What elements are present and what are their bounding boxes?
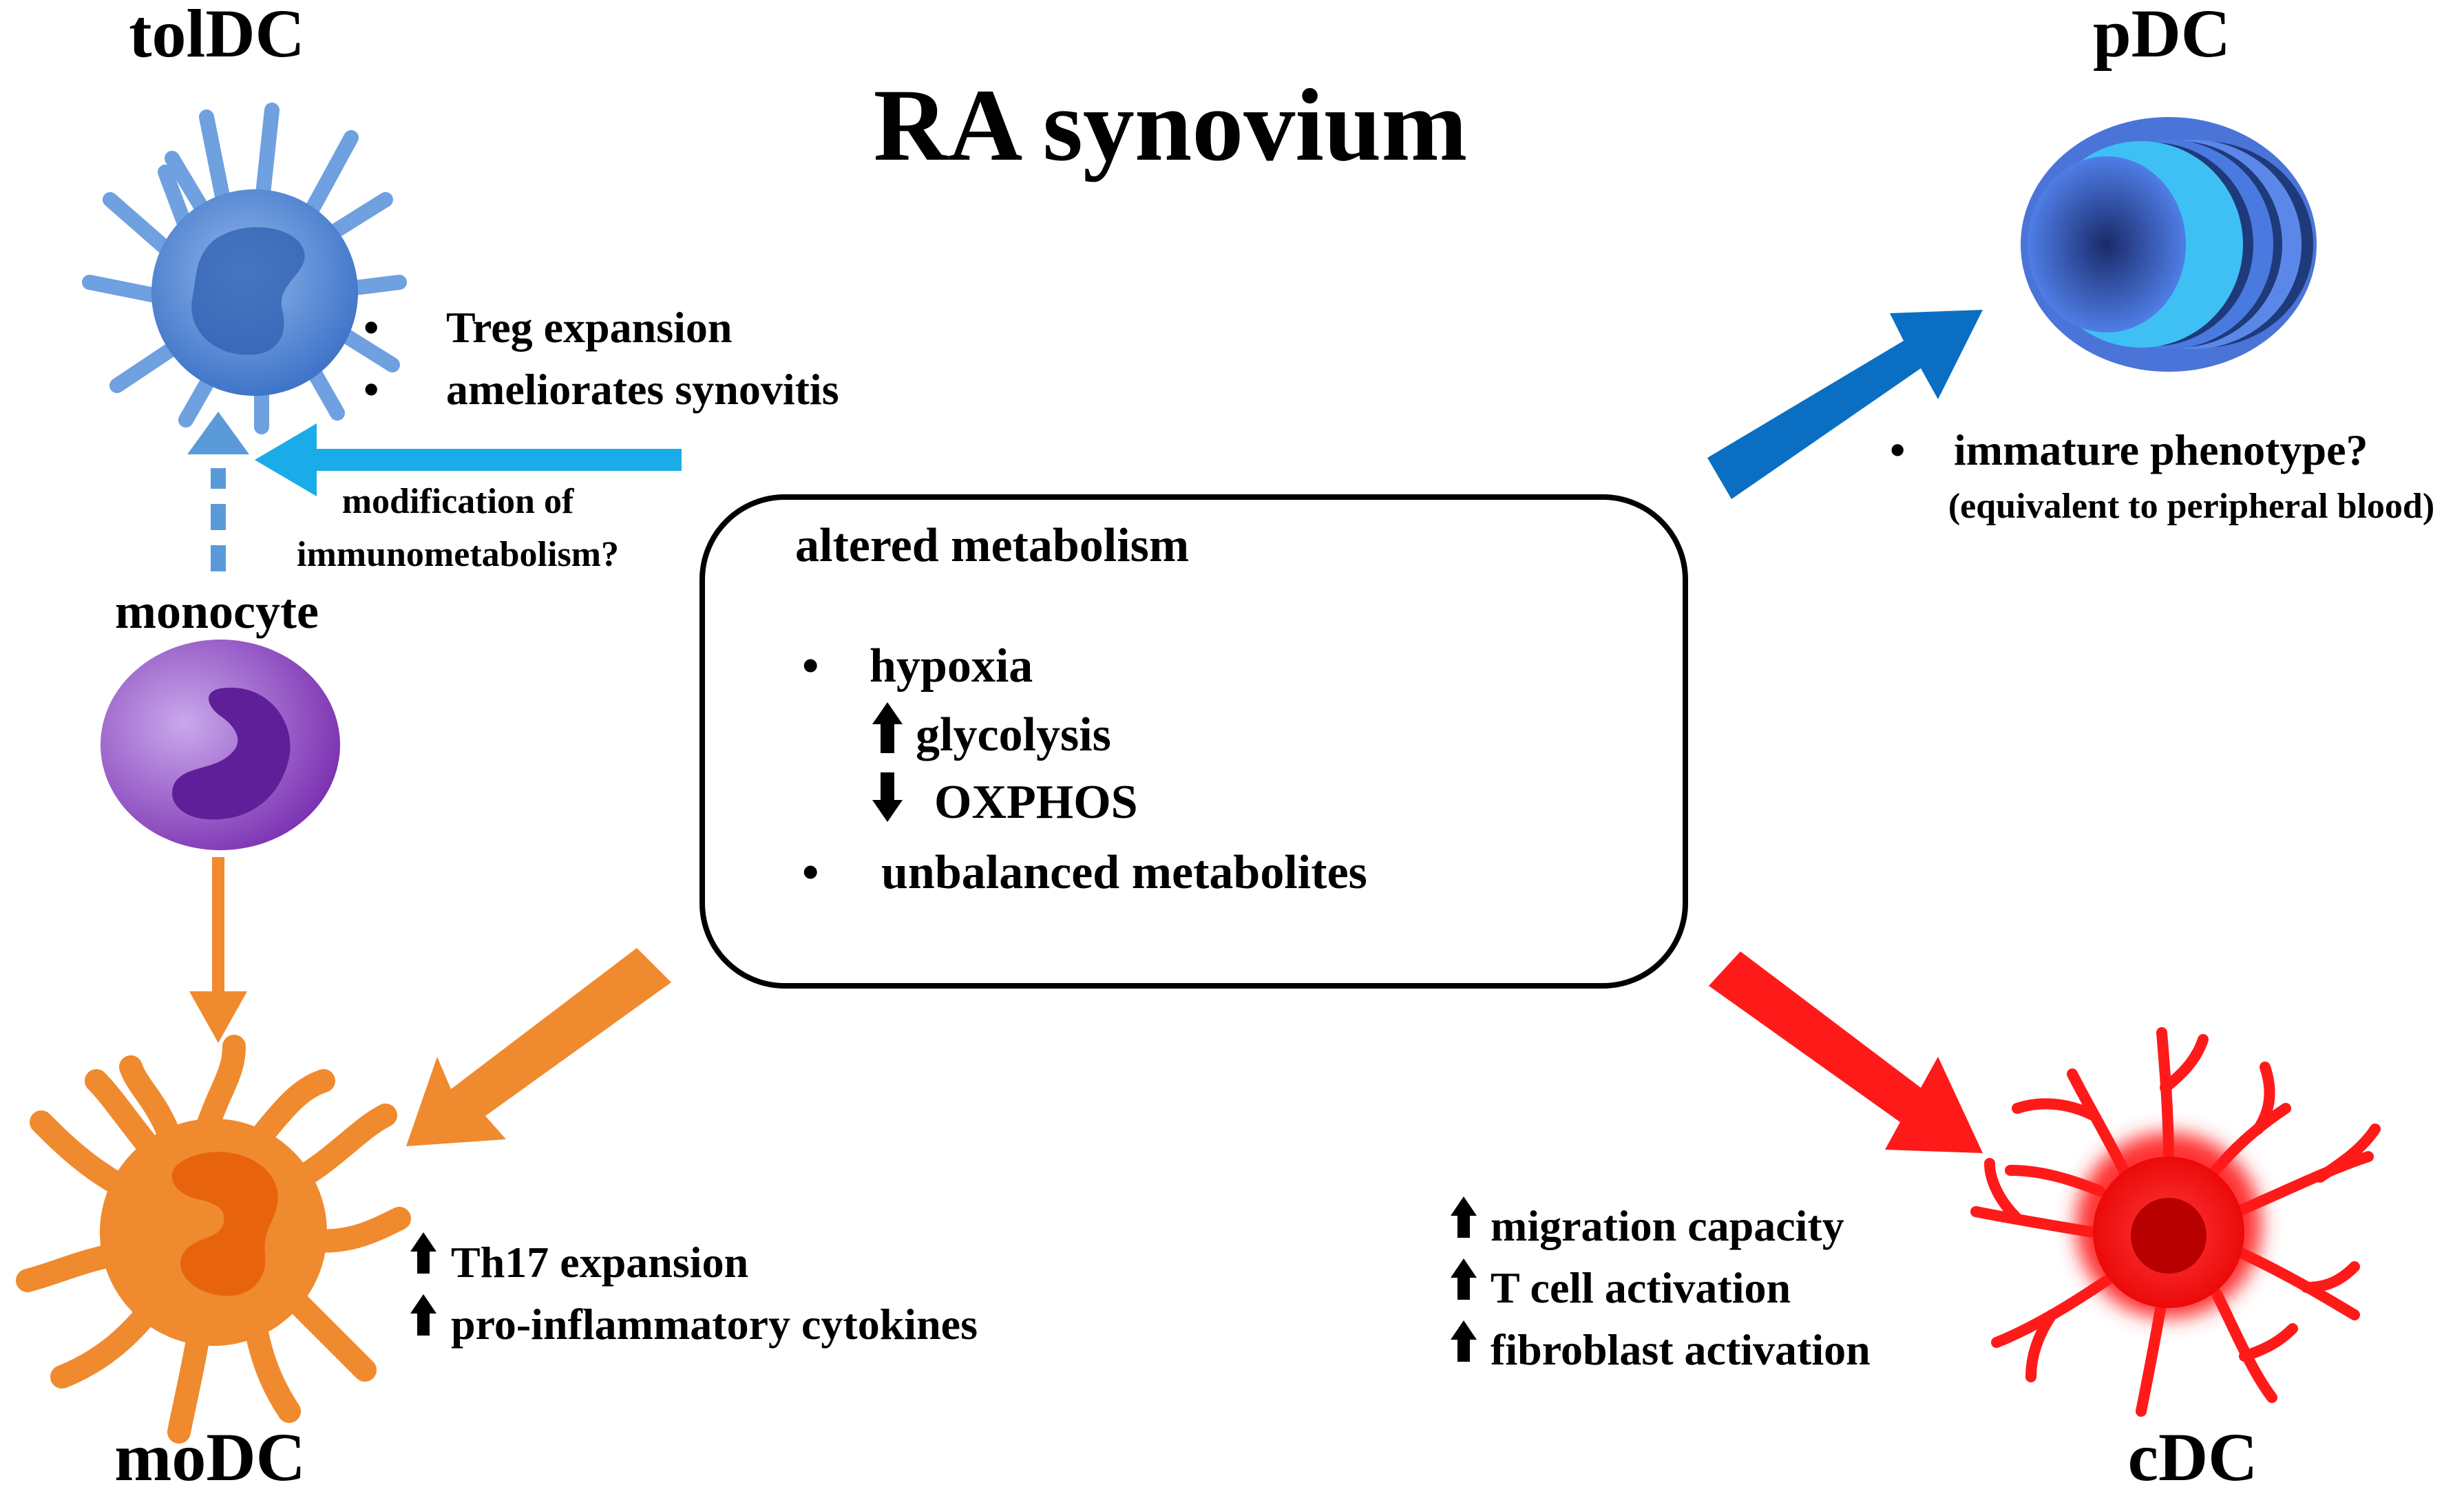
arrow-box-to-pdc xyxy=(1707,310,1983,499)
toldc-cell-icon xyxy=(82,103,407,434)
altered-metabolism-box: altered metabolism • hypoxia glycolysis … xyxy=(699,494,1688,989)
monocyte-cell-icon xyxy=(101,640,340,850)
arrow-label-line2: immunometabolism? xyxy=(297,535,619,574)
svg-text:(equivalent to peripheral bloo: (equivalent to peripheral blood) xyxy=(1948,487,2434,526)
dashed-arrow-monocyte-to-toldc xyxy=(187,412,249,571)
modc-effects: Th17 expansion pro-inflammatory cytokine… xyxy=(410,1232,978,1349)
box-bullet-1: hypoxia xyxy=(870,640,1033,693)
svg-text:Treg expansion: Treg expansion xyxy=(446,303,732,352)
up-arrow-icon xyxy=(410,1232,436,1274)
up-arrow-icon xyxy=(1451,1258,1477,1300)
box-heading: altered metabolism xyxy=(795,519,1189,572)
svg-text:•: • xyxy=(802,640,819,693)
box-down-item: OXPHOS xyxy=(934,776,1138,829)
monocyte-label: monocyte xyxy=(115,584,319,639)
svg-text:pro-inflammatory cytokines: pro-inflammatory cytokines xyxy=(451,1300,978,1349)
svg-text:migration capacity: migration capacity xyxy=(1491,1201,1844,1250)
svg-text:•: • xyxy=(802,846,819,899)
arrow-label-line1: modification of xyxy=(342,482,574,521)
diagram-title: RA synovium xyxy=(874,68,1468,182)
cdc-label: cDC xyxy=(2128,1419,2258,1487)
svg-text:•: • xyxy=(1890,425,1905,474)
up-arrow-icon xyxy=(872,702,903,753)
up-arrow-icon xyxy=(1451,1320,1477,1362)
svg-text:T cell activation: T cell activation xyxy=(1491,1263,1791,1312)
pdc-effects: • immature phenotype? (equivalent to per… xyxy=(1890,425,2434,526)
box-bullet-2: unbalanced metabolites xyxy=(881,846,1367,899)
toldc-effects: • Treg expansion • ameliorates synovitis xyxy=(364,303,839,414)
svg-text:immature phenotype?: immature phenotype? xyxy=(1954,425,2368,474)
pdc-cell-icon xyxy=(2021,117,2317,372)
down-arrow-icon xyxy=(872,772,903,822)
modc-cell-icon xyxy=(16,1035,411,1444)
arrow-box-to-modc xyxy=(406,948,671,1146)
cdc-effects: migration capacity T cell activation fib… xyxy=(1451,1196,1871,1374)
cdc-cell-icon xyxy=(1970,1027,2381,1417)
modc-label: moDC xyxy=(114,1419,306,1487)
svg-text:fibroblast activation: fibroblast activation xyxy=(1491,1325,1871,1374)
up-arrow-icon xyxy=(410,1294,436,1336)
svg-text:•: • xyxy=(364,303,379,352)
toldc-label: tolDC xyxy=(129,0,305,72)
svg-text:Th17 expansion: Th17 expansion xyxy=(451,1238,748,1287)
box-up-item: glycolysis xyxy=(916,708,1111,761)
svg-text:•: • xyxy=(364,365,379,414)
pdc-label: pDC xyxy=(2093,0,2231,72)
svg-text:ameliorates synovitis: ameliorates synovitis xyxy=(446,365,839,414)
up-arrow-icon xyxy=(1451,1196,1477,1238)
arrow-box-to-cdc xyxy=(1709,951,1983,1153)
arrow-monocyte-to-modc xyxy=(189,857,247,1043)
toldc-arrow xyxy=(255,423,682,496)
